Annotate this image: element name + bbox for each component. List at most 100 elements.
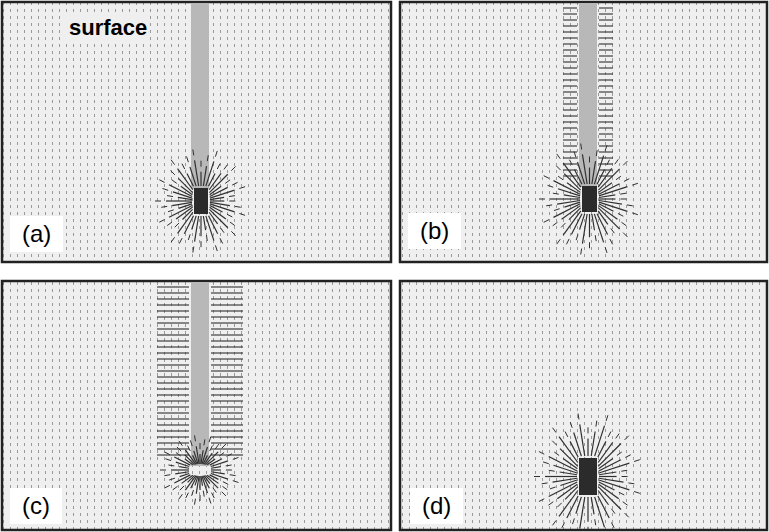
field-vector [176, 453, 181, 457]
field-vector [557, 154, 561, 159]
field-vector [165, 485, 170, 488]
field-vector [175, 223, 179, 227]
field-vector [625, 513, 629, 517]
field-vector [563, 133, 577, 134]
field-vector [563, 157, 577, 158]
field-vector [211, 292, 243, 293]
field-vector [618, 213, 623, 216]
field-vector [632, 213, 638, 215]
panel-c [2, 281, 391, 530]
field-vector [599, 91, 613, 92]
field-vector [231, 166, 235, 170]
field-vector [211, 400, 243, 401]
field-vector [182, 164, 185, 169]
field-vector [235, 206, 241, 208]
field-vector [615, 159, 619, 164]
field-vector [157, 382, 189, 383]
field-vector [576, 234, 578, 240]
field-vector [211, 412, 243, 413]
field-vector [209, 216, 218, 234]
field-vector [580, 424, 585, 456]
field-vector [192, 247, 194, 253]
field-vector [553, 520, 557, 525]
field-vector [599, 37, 613, 38]
field-vector [563, 37, 577, 38]
field-vector [157, 436, 189, 437]
field-vector [175, 472, 189, 474]
field-vector [164, 474, 170, 476]
field-vector [173, 486, 178, 490]
field-vector [608, 432, 611, 437]
field-vector [168, 210, 174, 212]
field-vector [616, 434, 620, 439]
field-vector [180, 486, 184, 490]
field-vector [567, 496, 578, 518]
field-vector [599, 61, 613, 62]
field-vector [566, 239, 569, 244]
field-vector [599, 25, 613, 26]
field-vector [563, 49, 577, 50]
field-vector [203, 439, 205, 445]
field-vector [595, 235, 597, 241]
field-vector [205, 475, 218, 488]
field-vector [589, 157, 590, 163]
field-vector [222, 486, 227, 490]
panel-d [400, 281, 767, 530]
field-vector [563, 103, 577, 104]
field-vector [563, 7, 577, 8]
field-vector [553, 193, 559, 195]
field-vector [211, 370, 243, 371]
field-vector [589, 242, 590, 248]
field-vector [598, 496, 609, 518]
field-vector [621, 199, 627, 200]
field-vector [591, 497, 594, 514]
field-vector [563, 121, 577, 122]
field-vector [211, 436, 243, 437]
field-vector [162, 188, 168, 190]
field-vector [157, 298, 189, 299]
field-vector [209, 209, 227, 227]
field-vector [157, 412, 189, 413]
field-vector [200, 495, 201, 501]
field-vector [598, 487, 621, 510]
field-vector [211, 472, 225, 474]
field-vector [544, 176, 549, 179]
field-vector [211, 340, 243, 341]
field-vector [595, 426, 605, 456]
field-vector [239, 187, 245, 189]
field-vector [587, 438, 588, 456]
field-vector [230, 222, 235, 226]
field-vector [209, 437, 211, 443]
field-vector [233, 457, 239, 459]
field-vector [188, 234, 190, 240]
field-vector [599, 163, 613, 164]
field-vector [599, 79, 613, 80]
field-vector [622, 476, 628, 477]
field-vector [196, 446, 199, 464]
field-vector [229, 195, 235, 197]
field-vector [546, 204, 552, 206]
field-vector [201, 476, 203, 486]
field-vector [209, 498, 211, 504]
field-vector [570, 422, 572, 428]
surface-label: surface [66, 16, 150, 40]
field-vector [209, 212, 217, 224]
field-vector [169, 478, 175, 480]
field-vector [599, 157, 613, 158]
field-vector [596, 150, 598, 156]
field-vector [599, 103, 613, 104]
field-vector [628, 482, 634, 484]
field-vector [171, 237, 175, 242]
field-vector [554, 209, 560, 211]
panel-letter: (c) [10, 488, 62, 524]
field-vector [157, 316, 189, 317]
field-vector [211, 418, 243, 419]
field-vector [157, 394, 189, 395]
field-vectors [155, 8, 640, 532]
field-vector [215, 151, 217, 157]
field-vector [599, 109, 613, 110]
field-vector [169, 185, 192, 197]
field-vector [217, 164, 220, 169]
field-vector [625, 455, 630, 458]
field-vector [199, 476, 200, 490]
